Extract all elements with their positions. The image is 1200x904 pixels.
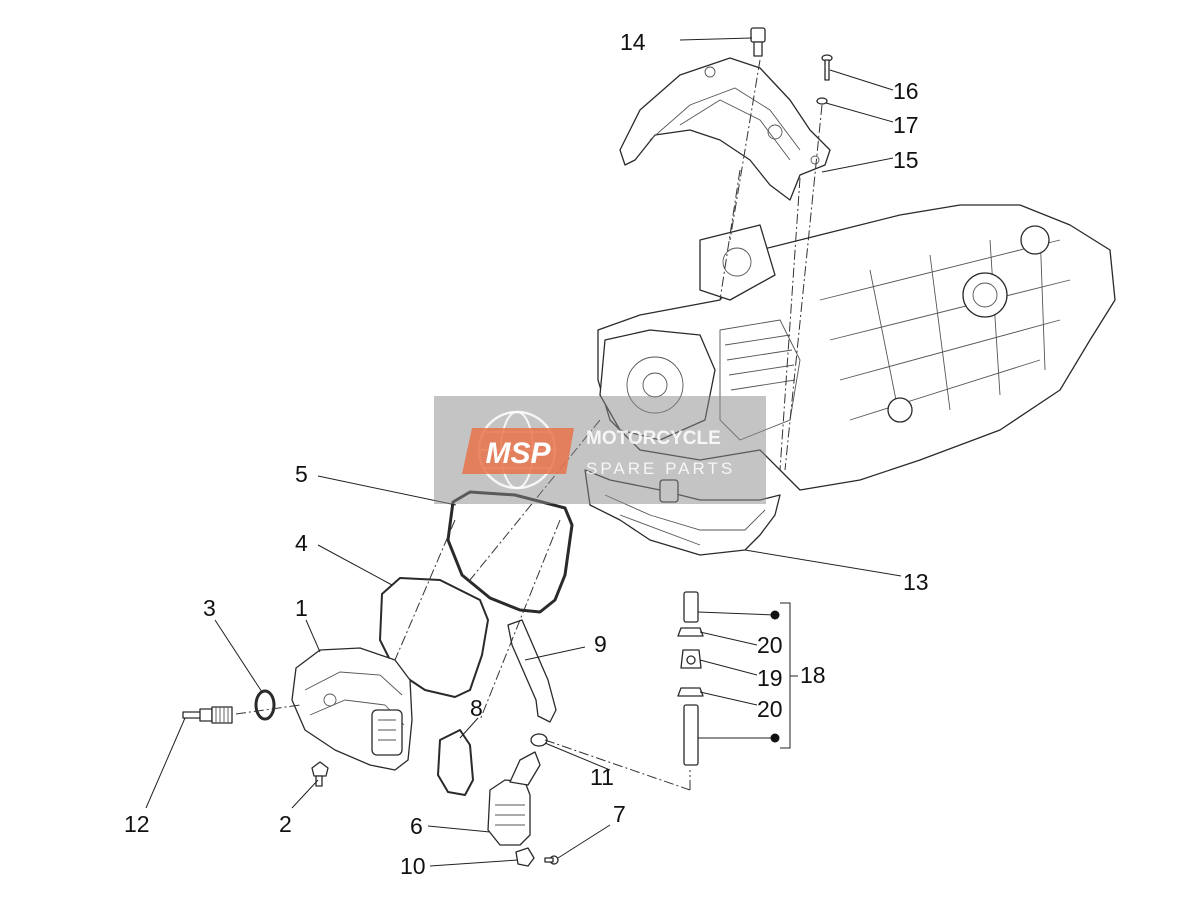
- msp-logo-text: MSP: [485, 437, 551, 470]
- callout-10: 10: [400, 853, 426, 879]
- callout-13: 13: [903, 569, 929, 595]
- leader-lines: [145, 37, 902, 867]
- watermark-line1: MOTORCYCLE: [586, 428, 721, 449]
- callout-7: 7: [613, 801, 626, 827]
- part-11-clamp: [530, 733, 548, 747]
- callout-9: 9: [594, 631, 607, 657]
- msp-logo-box: [462, 428, 574, 474]
- callout-20-bottom: 20: [757, 696, 783, 722]
- part-8-seal: [437, 729, 474, 796]
- callout-11: 11: [590, 764, 614, 790]
- callout-1: 1: [295, 595, 308, 621]
- part-2-bolt: [311, 761, 329, 787]
- part-12-spark-plug: [182, 706, 233, 724]
- callout-14: 14: [620, 29, 646, 55]
- callout-2: 2: [279, 811, 292, 837]
- part-15-head-cover-top: [619, 57, 831, 201]
- stud-dot-top: [770, 610, 780, 620]
- callout-12: 12: [124, 811, 150, 837]
- callout-18: 18: [800, 662, 826, 688]
- callout-5: 5: [295, 461, 308, 487]
- callout-15: 15: [893, 147, 919, 173]
- callout-16: 16: [893, 78, 919, 104]
- callout-6: 6: [410, 813, 423, 839]
- part-14-sensor: [750, 27, 766, 57]
- part-6-breather: [487, 751, 541, 846]
- callout-4: 4: [295, 530, 308, 556]
- part-9-hose: [507, 619, 557, 723]
- callout-numbers: 14 16 17 15 5 4 13 3 1 9 20 19 18 20 8 1…: [124, 29, 929, 879]
- callout-3: 3: [203, 595, 216, 621]
- part-18-stud-assembly: [677, 591, 704, 766]
- callout-8: 8: [470, 695, 483, 721]
- part-3-o-ring: [254, 689, 276, 721]
- callout-19: 19: [757, 665, 783, 691]
- watermark-line2: SPARE PARTS: [586, 459, 735, 478]
- part-10-clip: [515, 847, 535, 867]
- watermark: MSP MOTORCYCLE SPARE PARTS: [434, 396, 766, 504]
- part-7-screw: [544, 855, 559, 865]
- part-17-washer: [816, 97, 828, 105]
- stud-dot-bottom: [770, 733, 780, 743]
- part-1-head-cover: [291, 647, 413, 771]
- callout-17: 17: [893, 112, 919, 138]
- callout-20-top: 20: [757, 632, 783, 658]
- part-16-screw: [821, 54, 833, 81]
